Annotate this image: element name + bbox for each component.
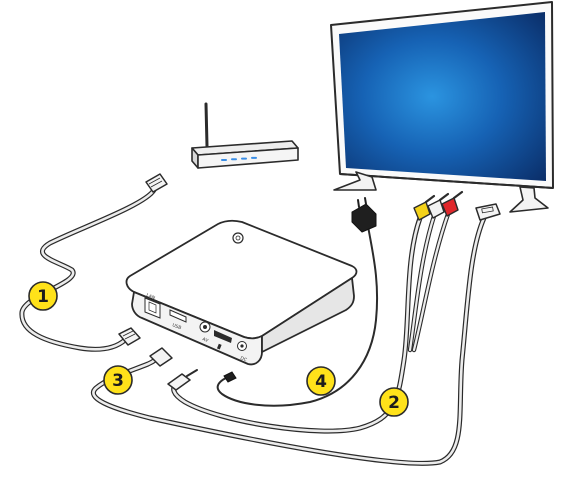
- router: [191, 102, 299, 169]
- usb-port: [169, 309, 187, 323]
- reset-button: [216, 343, 222, 350]
- rca-plug-red: [427, 192, 450, 219]
- cable-power: [216, 197, 379, 407]
- ethernet-plug-top: [145, 173, 168, 193]
- set-top-box: LAN USB AV DC: [125, 219, 358, 366]
- router-antenna: [204, 102, 209, 148]
- tv-screen: [339, 12, 546, 181]
- callout-3: 3: [103, 365, 133, 395]
- cable-ethernet: [19, 173, 168, 352]
- lan-port-label: LAN: [145, 292, 156, 301]
- router-leds: [221, 156, 257, 161]
- cable-av: [167, 190, 464, 434]
- dc-port: [237, 341, 247, 351]
- callout-1-label: 1: [37, 287, 49, 307]
- rca-plug-white: [441, 190, 464, 217]
- power-plug: [223, 371, 237, 383]
- callout-4: 4: [306, 366, 336, 396]
- av-port: [199, 321, 211, 333]
- callout-2-label: 2: [388, 393, 400, 413]
- callout-4-label: 4: [315, 372, 327, 392]
- tv-stand-left: [333, 171, 377, 191]
- callout-2: 2: [379, 387, 409, 417]
- usb-port-label: USB: [171, 322, 182, 331]
- callout-1: 1: [28, 281, 58, 311]
- box-logo-icon: [232, 232, 244, 244]
- power-adapter: [351, 203, 377, 233]
- router-side: [197, 147, 299, 169]
- tv-stand-right: [509, 186, 549, 213]
- hdmi-port: [214, 330, 232, 343]
- av-jack-plug: [167, 373, 191, 391]
- callout-3-label: 3: [112, 371, 124, 391]
- av-port-label: AV: [201, 336, 210, 344]
- hdmi-plug-box: [149, 347, 173, 367]
- tv-bottom-edge: [339, 173, 554, 189]
- tv: [330, 1, 554, 213]
- box-front: [131, 291, 263, 366]
- box-side: [261, 277, 355, 353]
- cable-hdmi: [91, 203, 501, 466]
- rca-plug-yellow: [413, 194, 436, 221]
- dc-port-label: DC: [239, 355, 247, 363]
- lan-port: [144, 297, 161, 319]
